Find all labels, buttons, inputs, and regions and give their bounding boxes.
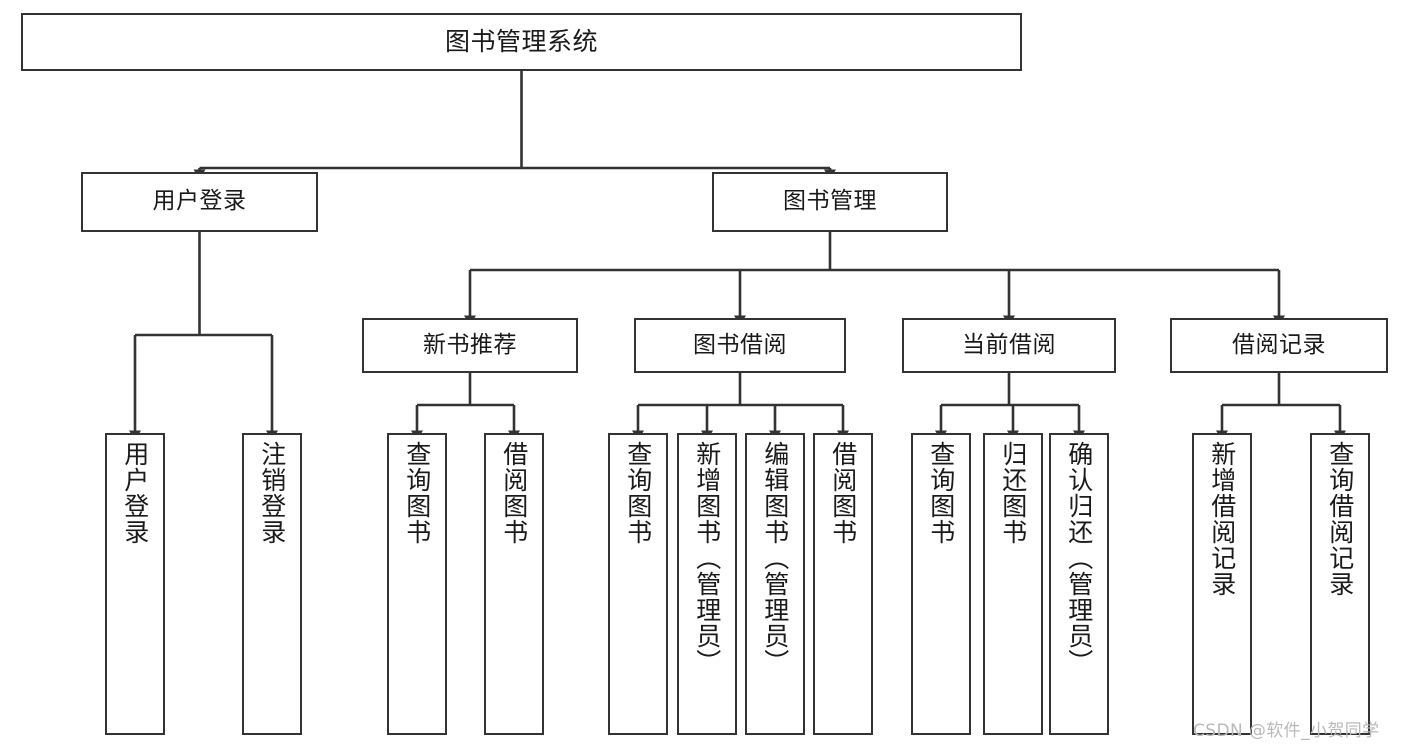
node-user-login[interactable]: 用户登录 bbox=[81, 172, 318, 232]
node-label: 新增图书（管理员） bbox=[692, 441, 722, 675]
node-label: 图书借阅 bbox=[693, 331, 787, 358]
node-label: 归还图书 bbox=[998, 441, 1028, 545]
node-label: 确认归还（管理员） bbox=[1064, 441, 1094, 675]
node-label: 用户登录 bbox=[120, 441, 150, 545]
node-borrow-record[interactable]: 借阅记录 bbox=[1170, 318, 1388, 373]
node-label: 当前借阅 bbox=[962, 331, 1056, 358]
node-label: 新增借阅记录 bbox=[1207, 441, 1237, 597]
node-current-borrow[interactable]: 当前借阅 bbox=[902, 318, 1116, 373]
node-label: 查询图书 bbox=[402, 441, 432, 545]
node-leaf-bb-borrow[interactable]: 借阅图书 bbox=[813, 433, 873, 735]
node-book-borrow[interactable]: 图书借阅 bbox=[634, 318, 846, 373]
node-book-manage[interactable]: 图书管理 bbox=[712, 172, 948, 232]
node-label: 用户登录 bbox=[152, 188, 247, 215]
node-label: 查询借阅记录 bbox=[1325, 441, 1355, 597]
node-new-book-rec[interactable]: 新书推荐 bbox=[362, 318, 578, 373]
node-leaf-user-login[interactable]: 用户登录 bbox=[105, 433, 165, 735]
node-leaf-bb-add[interactable]: 新增图书（管理员） bbox=[677, 433, 737, 735]
node-leaf-cb-confirm[interactable]: 确认归还（管理员） bbox=[1049, 433, 1109, 735]
node-label: 注销登录 bbox=[257, 441, 287, 545]
node-leaf-br-add[interactable]: 新增借阅记录 bbox=[1192, 433, 1252, 735]
node-label: 借阅记录 bbox=[1232, 331, 1326, 358]
node-leaf-logout[interactable]: 注销登录 bbox=[242, 433, 302, 735]
node-root[interactable]: 图书管理系统 bbox=[21, 13, 1022, 71]
node-label: 图书管理系统 bbox=[444, 27, 598, 57]
node-label: 查询图书 bbox=[926, 441, 956, 545]
node-leaf-bb-query[interactable]: 查询图书 bbox=[608, 433, 668, 735]
node-leaf-br-query[interactable]: 查询借阅记录 bbox=[1310, 433, 1370, 735]
node-label: 编辑图书（管理员） bbox=[760, 441, 790, 675]
node-leaf-cb-query[interactable]: 查询图书 bbox=[911, 433, 971, 735]
node-leaf-nb-borrow[interactable]: 借阅图书 bbox=[484, 433, 544, 735]
node-label: 新书推荐 bbox=[423, 331, 517, 358]
node-leaf-bb-edit[interactable]: 编辑图书（管理员） bbox=[745, 433, 805, 735]
node-leaf-cb-return[interactable]: 归还图书 bbox=[983, 433, 1043, 735]
node-label: 查询图书 bbox=[623, 441, 653, 545]
node-label: 图书管理 bbox=[783, 188, 877, 215]
csdn-watermark: CSDN @软件_小贺同学 bbox=[1193, 721, 1380, 741]
node-label: 借阅图书 bbox=[499, 441, 529, 545]
node-leaf-nb-query[interactable]: 查询图书 bbox=[387, 433, 447, 735]
node-label: 借阅图书 bbox=[828, 441, 858, 545]
